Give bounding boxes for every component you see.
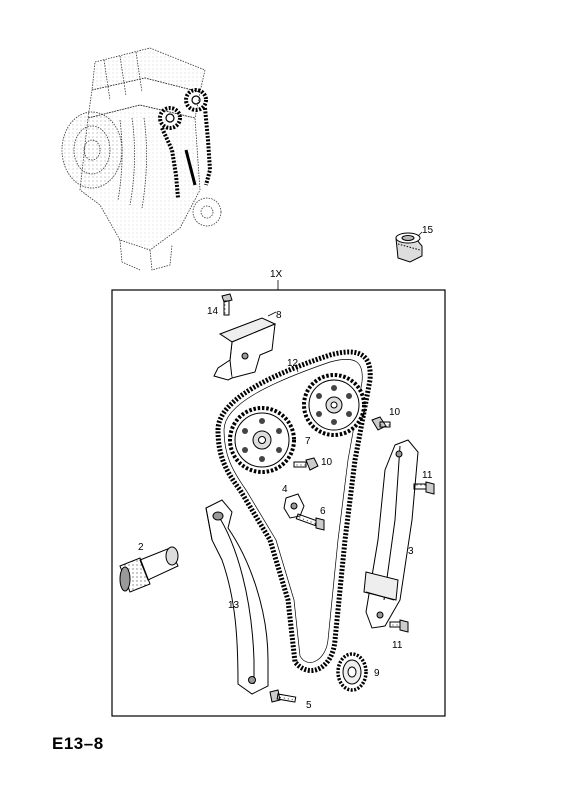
part-8-bracket — [213, 317, 277, 381]
page-label: E13–8 — [52, 734, 104, 753]
part-5-bolt — [269, 689, 297, 703]
callout-13: 13 — [228, 600, 240, 611]
callout-5: 5 — [306, 700, 312, 711]
callout-11-lower: 11 — [392, 640, 403, 651]
part-6-bolt — [295, 513, 325, 531]
callout-4: 4 — [282, 484, 288, 495]
part-13-tensioner-blade — [205, 499, 269, 695]
callout-3: 3 — [408, 546, 414, 557]
chain-inner-edge — [223, 359, 363, 663]
callout-11-upper: 11 — [422, 470, 433, 481]
part-2-hydraulic-tensioner — [119, 546, 179, 593]
callout-9: 9 — [374, 668, 380, 679]
callout-12: 12 — [287, 358, 299, 369]
callout-8: 8 — [276, 310, 282, 321]
callout-14: 14 — [207, 306, 219, 317]
part-15-bushing — [395, 232, 423, 263]
part-7-camshaft-sprocket-intake — [302, 373, 366, 437]
engine-overview-illustration — [61, 47, 222, 271]
part-10-bolt-lower — [293, 457, 319, 471]
part-4-pivot-stud — [283, 493, 305, 519]
callout-2: 2 — [138, 542, 144, 553]
part-7-camshaft-sprocket-exhaust — [228, 406, 296, 474]
part-9-crankshaft-sprocket — [336, 652, 368, 692]
callout-10-upper: 10 — [389, 407, 401, 418]
leader-8 — [267, 311, 277, 317]
leader-12 — [295, 365, 299, 373]
callout-7: 7 — [305, 436, 311, 447]
assembly-frame — [111, 289, 446, 717]
part-3-chain-guide-rail — [363, 439, 419, 629]
part-12-timing-chain — [215, 349, 373, 673]
callout-15: 15 — [422, 225, 434, 236]
leader-15 — [417, 231, 423, 237]
callout-10-lower: 10 — [321, 457, 333, 468]
assembly-label: 1X — [270, 269, 283, 280]
part-11-bolt-upper — [413, 481, 435, 495]
engine-chain-highlight — [158, 88, 213, 199]
callout-6: 6 — [320, 506, 326, 517]
part-10-bolt-upper — [371, 416, 391, 431]
part-11-bolt-lower — [389, 619, 409, 633]
part-14-bolt — [221, 293, 233, 316]
